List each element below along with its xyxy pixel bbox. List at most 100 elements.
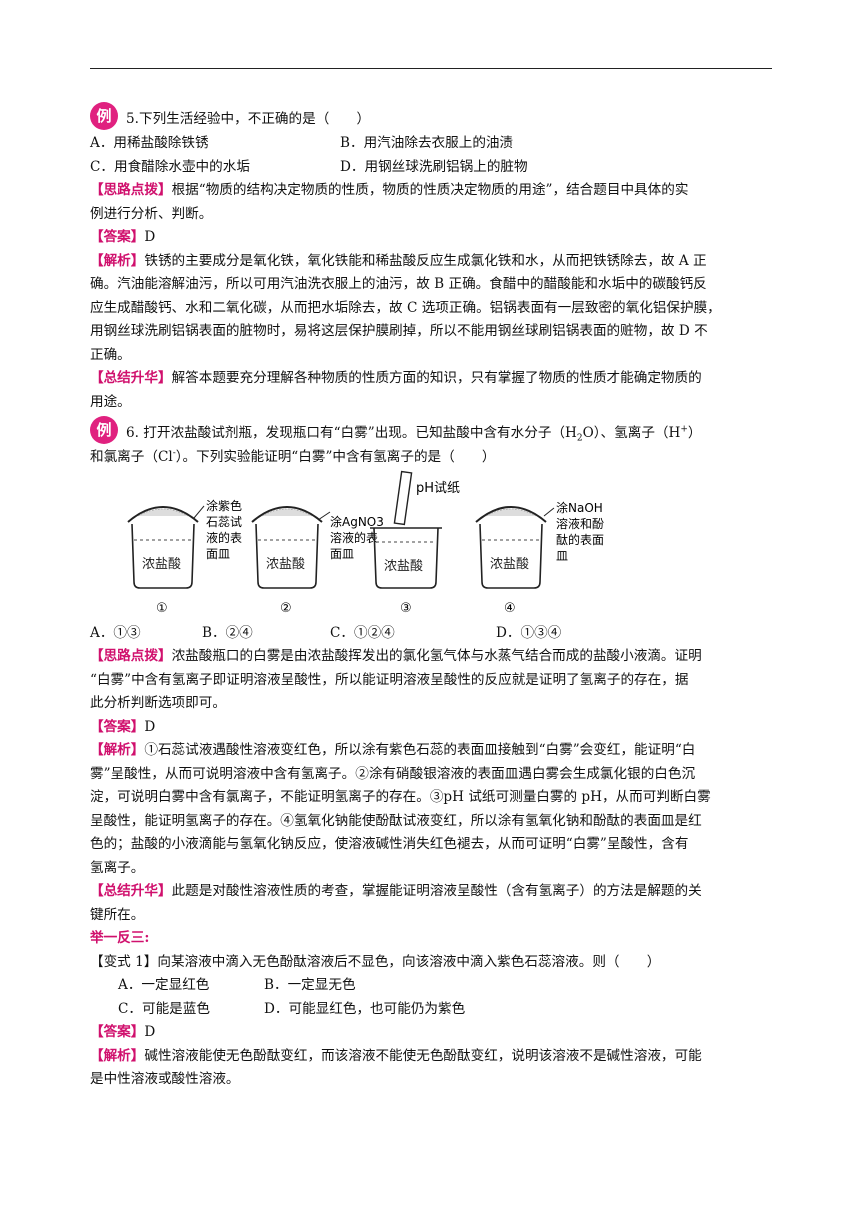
q5-options-row-2: C．用食醋除水壶中的水垢 D．用钢丝球洗刷铝锅上的脏物 (90, 156, 772, 180)
beaker-3: pH试纸 浓盐酸 ③ (370, 470, 460, 616)
q6-analysis: 【解析】①石蕊试液遇酸性溶液变红色，所以涂有紫色石蕊的表面皿接触到“白雾”会变红… (90, 739, 772, 763)
beaker-4-label: 浓盐酸 (490, 557, 529, 572)
q5-option-b: B．用汽油除去衣服上的油渍 (340, 135, 514, 151)
q5-hint-text-1: 根据“物质的结构决定物质的性质，物质的性质决定物质的用途”，结合题目中具体的实 (171, 182, 689, 198)
beaker-4-number: ④ (504, 601, 516, 616)
beaker-3-number: ③ (400, 601, 412, 616)
q6-stem-2-sup: - (172, 448, 176, 459)
beaker-4-note-2: 溶液和酚 (556, 516, 604, 531)
q6-analysis-text-5: 色的；盐酸的小液滴能与氢氧化钠反应，使溶液碱性消失红色褪去，从而可证明“白雾”呈… (90, 836, 689, 852)
variation-options-row-2: C．可能是蓝色 D．可能显红色，也可能仍为紫色 (90, 998, 772, 1022)
variation-answer: 【答案】D (90, 1021, 772, 1045)
q5-analysis-text-5: 正确。 (90, 346, 131, 363)
q6-stem-sub: 2 (576, 433, 583, 444)
variation-stem: 【变式 1】向某溶液中滴入无色酚酞溶液后不显色，向该溶液中滴入紫色石蕊溶液。则（… (90, 953, 661, 970)
q5-hint-tag: 【思路点拨】 (90, 182, 172, 198)
q6-options: A．①③ B．②④ C．①②④ D．①③④ (90, 622, 772, 646)
q6-stem-1b: O）、氢离子（H (582, 425, 681, 441)
beaker-1: 浓盐酸 涂紫色 石蕊试 液的表 面皿 ① (127, 498, 242, 616)
q6-option-a: A．①③ (90, 624, 141, 641)
variation-analysis-text-2: 是中性溶液或酸性溶液。 (90, 1071, 240, 1087)
beaker-4-note-4: 皿 (556, 549, 568, 563)
q6-stem-line-1: 6. 打开浓盐酸试剂瓶，发现瓶口有“白雾”出现。已知盐酸中含有水分子（H2O）、… (126, 422, 702, 445)
ph-paper (393, 470, 413, 525)
page-content: 例 5.下列生活经验中，不正确的是（ ） A．用稀盐酸除铁锈 B．用汽油除去衣服… (90, 100, 772, 1092)
q6-stem-2a: 和氯离子（Cl (90, 449, 173, 465)
q6-hint-tag: 【思路点拨】 (90, 648, 172, 664)
beaker-1-note-2: 石蕊试 (206, 514, 242, 529)
q5-option-a: A．用稀盐酸除铁锈 (90, 135, 209, 151)
q6-analysis-text-3: 淀，可说明白雾中含有氯离子，不能证明氢离子的存在。③pH 试纸可测量白雾的 pH… (90, 789, 711, 805)
q6-stem-sup: + (680, 424, 688, 435)
q6-hint-text-3: 此分析判断选项即可。 (90, 695, 226, 711)
beaker-4-note-1: 涂NaOH (556, 500, 603, 515)
beaker-2-number: ② (280, 601, 292, 616)
q5-analysis: 【解析】铁锈的主要成分是氧化铁，氧化铁能和稀盐酸反应生成氯化铁和水，从而把铁锈除… (90, 250, 772, 274)
beaker-1-label: 浓盐酸 (142, 557, 181, 572)
ph-paper-label: pH试纸 (416, 481, 460, 496)
q6-answer-tag: 【答案】 (90, 718, 145, 735)
beaker-2-note-2: 溶液的表 (330, 530, 378, 545)
q6-hint: 【思路点拨】浓盐酸瓶口的白雾是由浓盐酸挥发出的氯化氢气体与水蒸气结合而成的盐酸小… (90, 645, 772, 669)
q6-analysis-tag: 【解析】 (90, 742, 145, 758)
q6-stem-1c: ） (687, 425, 702, 441)
q5-options-row-1: A．用稀盐酸除铁锈 B．用汽油除去衣服上的油渍 (90, 132, 772, 156)
q6-summary-text-1: 此题是对酸性溶液性质的考查，掌握能证明溶液呈酸性（含有氢离子）的方法是解题的关 (171, 883, 702, 899)
variation-heading: 举一反三: (90, 930, 150, 946)
beaker-2-note-1: 涂AgNO3 (330, 514, 384, 529)
q5-analysis-text-4: 用钢丝球洗刷铝锅表面的脏物时，易将这层保护膜刷掉，所以不能用钢丝球刷铝锅表面的赃… (90, 323, 708, 339)
beaker-4-note-3: 酞的表面 (556, 532, 604, 547)
q6-answer-value: D (144, 718, 156, 735)
q5-analysis-text-1: 铁锈的主要成分是氧化铁，氧化铁能和稀盐酸反应生成氯化铁和水，从而把铁锈除去，故 … (144, 252, 707, 269)
q5-answer-value: D (144, 229, 156, 245)
q5-stem: 5.下列生活经验中，不正确的是（ ） (126, 111, 371, 127)
variation-answer-value: D (144, 1024, 156, 1040)
q5-option-d: D．用钢丝球洗刷铝锅上的脏物 (340, 158, 528, 175)
variation-option-a: A．一定显红色 (118, 977, 210, 993)
q6-analysis-text-2: 雾”呈酸性，从而可说明溶液中含有氢离子。②涂有硝酸银溶液的表面皿遇白雾会生成氯化… (90, 765, 696, 782)
variation-option-b: B．一定显无色 (264, 977, 356, 993)
q5-option-c: C．用食醋除水壶中的水垢 (90, 158, 250, 175)
q6-analysis-text-4: 呈酸性，能证明氢离子的存在。④氢氧化钠能使酚酞试液变红，所以涂有氢氧化钠和酚酞的… (90, 812, 702, 829)
variation-analysis-tag: 【解析】 (90, 1047, 145, 1064)
beaker-1-note-1: 涂紫色 (206, 498, 242, 513)
q5-hint: 【思路点拨】根据“物质的结构决定物质的性质，物质的性质决定物质的用途”，结合题目… (90, 179, 772, 203)
q5-answer-tag: 【答案】 (90, 229, 145, 245)
q5-hint-text-2: 例进行分析、判断。 (90, 205, 213, 222)
header-rule (90, 68, 772, 69)
q6-option-b: B．②④ (202, 624, 253, 641)
beaker-1-number: ① (156, 601, 168, 616)
variation-answer-tag: 【答案】 (90, 1024, 145, 1040)
q6-title: 例 6. 打开浓盐酸试剂瓶，发现瓶口有“白雾”出现。已知盐酸中含有水分子（H2O… (90, 414, 772, 446)
q6-stem-2b: ）。下列实验能证明“白雾”中含有氢离子的是（ ） (175, 449, 496, 465)
beaker-4: 浓盐酸 涂NaOH 溶液和酚 酞的表面 皿 ④ (475, 500, 604, 616)
q6-option-c: C．①②④ (330, 624, 395, 641)
variation-options-row-1: A．一定显红色 B．一定显无色 (90, 974, 772, 998)
beaker-1-note-3: 液的表 (206, 530, 242, 545)
experiment-diagram: 浓盐酸 涂紫色 石蕊试 液的表 面皿 ① 浓盐酸 涂AgNO3 溶液的表 面皿 … (127, 470, 604, 616)
example-badge: 例 (90, 102, 118, 130)
q5-summary: 【总结升华】解答本题要充分理解各种物质的性质方面的知识，只有掌握了物质的性质才能… (90, 367, 772, 391)
q6-hint-text-1: 浓盐酸瓶口的白雾是由浓盐酸挥发出的氯化氢气体与水蒸气结合而成的盐酸小液滴。证明 (171, 648, 702, 664)
q5-summary-text-2: 用途。 (90, 393, 131, 410)
q5-answer: 【答案】D (90, 226, 772, 250)
q5-title: 例 5.下列生活经验中，不正确的是（ ） (90, 100, 772, 132)
q6-summary-tag: 【总结升华】 (90, 883, 172, 899)
variation-option-c: C．可能是蓝色 (118, 1000, 210, 1017)
q5-summary-text-1: 解答本题要充分理解各种物质的性质方面的知识，只有掌握了物质的性质才能确定物质的 (171, 370, 702, 386)
variation-option-d: D．可能显红色，也可能仍为紫色 (264, 1000, 466, 1017)
q6-answer: 【答案】D (90, 716, 772, 740)
q6-analysis-text-6: 氢离子。 (90, 859, 145, 876)
q6-stem-line-2: 和氯离子（Cl-）。下列实验能证明“白雾”中含有氢离子的是（ ） (90, 446, 772, 470)
beaker-3-label: 浓盐酸 (384, 559, 423, 574)
beaker-2: 浓盐酸 涂AgNO3 溶液的表 面皿 ② (251, 505, 384, 616)
q6-option-d: D．①③④ (496, 624, 562, 641)
beaker-2-label: 浓盐酸 (266, 557, 305, 572)
q6-experiment-figure: 浓盐酸 涂紫色 石蕊试 液的表 面皿 ① 浓盐酸 涂AgNO3 溶液的表 面皿 … (120, 470, 772, 622)
q5-summary-tag: 【总结升华】 (90, 370, 172, 386)
variation-analysis: 【解析】碱性溶液能使无色酚酞变红，而该溶液不能使无色酚酞变红，说明该溶液不是碱性… (90, 1045, 772, 1069)
q6-hint-text-2: “白雾”中含有氢离子即证明溶液呈酸性，所以能证明溶液呈酸性的反应就是证明了氢离子… (90, 671, 689, 688)
q5-analysis-text-2: 确。汽油能溶解油污，所以可用汽油洗衣服上的油污，故 B 正确。食醋中的醋酸能和水… (90, 276, 707, 292)
q6-summary-text-2: 键所在。 (90, 906, 145, 923)
variation-analysis-text-1: 碱性溶液能使无色酚酞变红，而该溶液不能使无色酚酞变红，说明该溶液不是碱性溶液，可… (144, 1047, 702, 1064)
